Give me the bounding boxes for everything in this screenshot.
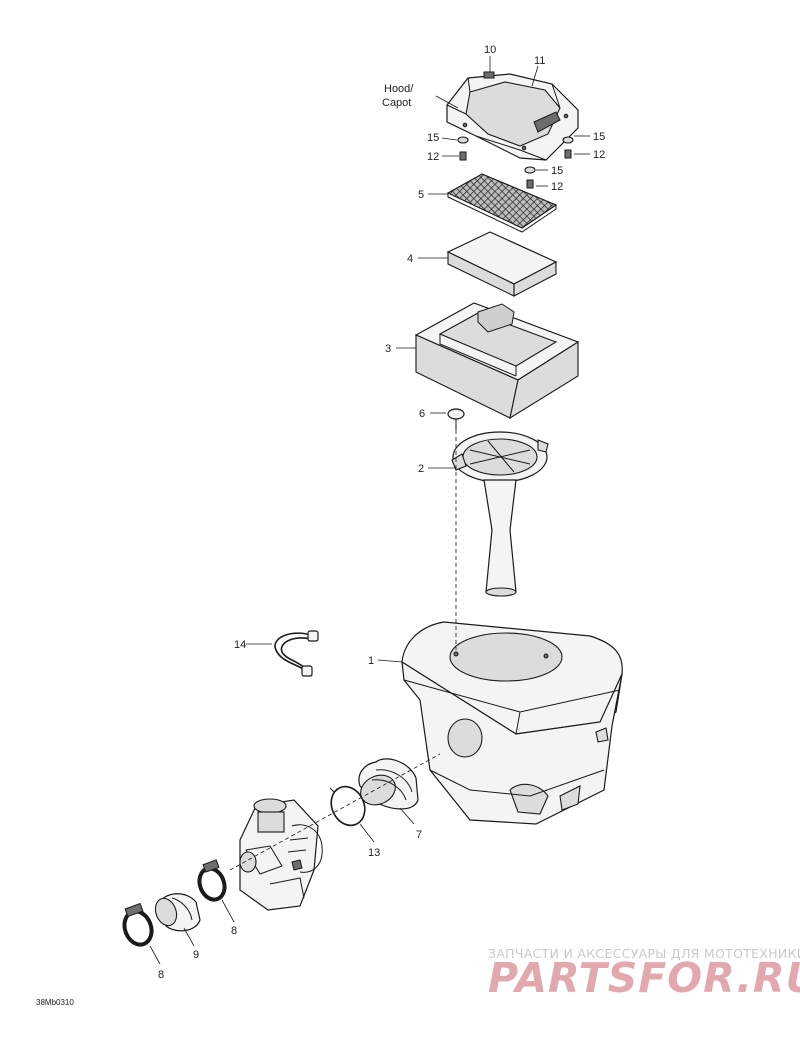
drawing-code: 38Mb0310 bbox=[36, 998, 74, 1007]
callout-4: 4 bbox=[407, 253, 413, 265]
carburetor-part bbox=[239, 798, 323, 911]
hood-label-line1: Hood/ bbox=[384, 83, 414, 95]
airbox-part bbox=[401, 621, 623, 825]
callout-12-left: 12 bbox=[427, 151, 439, 163]
callout-13: 13 bbox=[368, 847, 380, 859]
assembly-lines bbox=[229, 430, 457, 871]
strap-part bbox=[274, 630, 319, 677]
callout-12-center: 12 bbox=[551, 181, 563, 193]
clip-part bbox=[447, 408, 465, 430]
callout-8-lower: 8 bbox=[158, 969, 164, 981]
callout-8-upper: 8 bbox=[231, 925, 237, 937]
screen-part bbox=[446, 173, 558, 233]
callout-15-left: 15 bbox=[427, 132, 439, 144]
frame-part bbox=[414, 302, 580, 420]
fasteners bbox=[457, 136, 574, 189]
clamp-lower-part bbox=[122, 902, 154, 947]
watermark-logo: PARTSFOR.RU bbox=[488, 954, 800, 1002]
callout-10: 10 bbox=[484, 44, 496, 56]
ring-part bbox=[329, 785, 366, 827]
leader-lines bbox=[149, 56, 590, 965]
callout-15-center: 15 bbox=[551, 165, 563, 177]
watermark: ЗАПЧАСТИ И АКСЕССУАРЫ ДЛЯ МОТОТЕХНИКИ PA… bbox=[488, 946, 800, 1002]
callout-6: 6 bbox=[419, 408, 425, 420]
hood-part bbox=[446, 71, 579, 161]
filter-part bbox=[446, 231, 558, 297]
callout-11: 11 bbox=[534, 55, 545, 67]
callout-5: 5 bbox=[418, 189, 424, 201]
callout-12-right: 12 bbox=[593, 149, 605, 161]
hood-tab bbox=[483, 71, 495, 79]
intake-horn-part bbox=[451, 431, 549, 597]
sleeve-part bbox=[358, 758, 419, 810]
callouts: 10 11 Hood/ Capot 15 12 15 12 15 12 5 4 … bbox=[158, 44, 605, 981]
callout-9: 9 bbox=[193, 949, 199, 961]
callout-7: 7 bbox=[416, 829, 422, 841]
boot-part bbox=[154, 893, 201, 932]
callout-14: 14 bbox=[234, 639, 246, 651]
callout-2: 2 bbox=[418, 463, 424, 475]
callout-1: 1 bbox=[368, 655, 374, 667]
callout-3: 3 bbox=[385, 343, 391, 355]
clamp-upper-part bbox=[197, 859, 227, 902]
hood-label-line2: Capot bbox=[382, 97, 411, 109]
watermark-tagline: ЗАПЧАСТИ И АКСЕССУАРЫ ДЛЯ МОТОТЕХНИКИ bbox=[488, 946, 800, 961]
callout-15-right: 15 bbox=[593, 131, 605, 143]
